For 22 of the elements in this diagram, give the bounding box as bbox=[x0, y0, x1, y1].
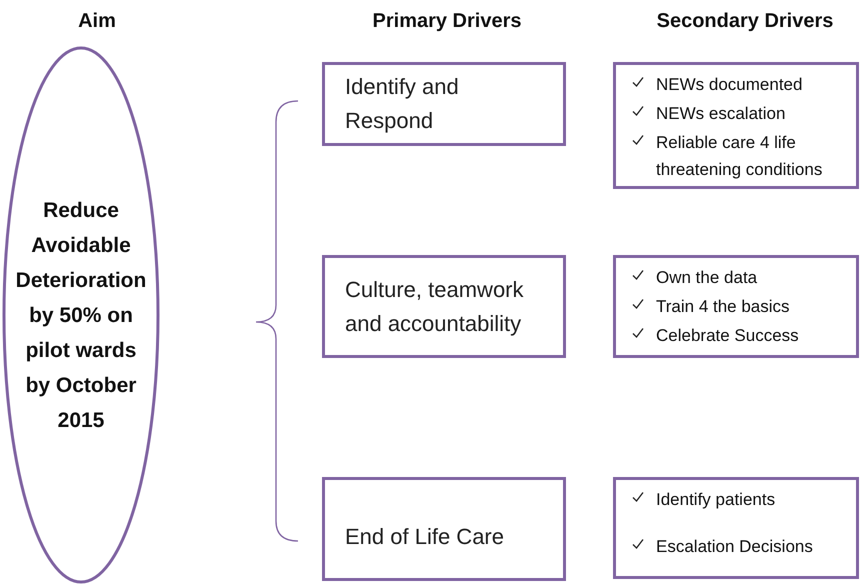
primary-driver-text: End of Life Care bbox=[345, 523, 505, 551]
aim-ellipse bbox=[2, 46, 160, 584]
secondary-driver-box bbox=[613, 255, 859, 358]
column-heading: Aim bbox=[78, 9, 116, 34]
secondary-driver-text: Escalation Decisions bbox=[656, 536, 813, 558]
secondary-driver-text: Celebrate Success bbox=[656, 325, 799, 347]
secondary-driver-box bbox=[613, 62, 859, 189]
secondary-driver-text: Train 4 the basics bbox=[656, 296, 790, 318]
secondary-driver-text: Identify patients bbox=[656, 489, 776, 511]
aim-text: Reduce Avoidable Deterioration by 50% on pilot wards by October 2015 bbox=[14, 198, 148, 434]
primary-driver-box bbox=[322, 477, 566, 581]
secondary-driver-box bbox=[613, 477, 859, 579]
primary-driver-box bbox=[322, 255, 566, 358]
secondary-driver-text: NEWs documented bbox=[656, 74, 802, 96]
column-heading: Secondary Drivers bbox=[656, 9, 834, 34]
secondary-driver-text: Own the data bbox=[656, 267, 758, 289]
secondary-driver-text: NEWs escalation bbox=[656, 103, 786, 125]
primary-driver-box bbox=[322, 62, 566, 146]
primary-driver-text: Culture, teamwork and accountability bbox=[345, 276, 525, 338]
primary-driver-text: Identify and Respond bbox=[345, 73, 460, 135]
secondary-driver-text: Reliable care 4 life threatening conditions bbox=[656, 132, 824, 181]
column-heading: Primary Drivers bbox=[372, 9, 522, 34]
